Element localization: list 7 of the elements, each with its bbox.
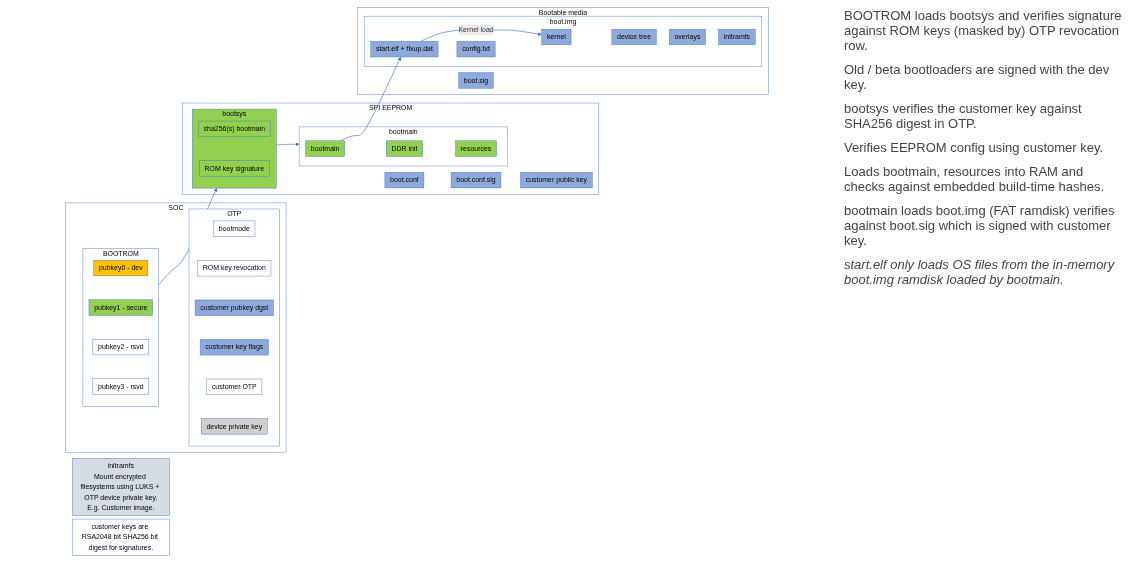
note-text: BOOTROM loads bootsys and verifies signature against ROM keys (masked by) OTP revocation row. bbox=[844, 8, 1123, 53]
note-text: start.elf only loads OS files from the in-memory boot.img ramdisk loaded by bootmain. bbox=[844, 257, 1116, 287]
note-text: Old / beta bootloaders are signed with the dev key. bbox=[844, 62, 1111, 92]
note-text: bootmain loads boot.img (FAT ramdisk) verifies against boot.sig which is signed with customer key. bbox=[844, 203, 1116, 248]
note-text: Loads bootmain, resources into RAM and checks against embedded build-time hashes. bbox=[844, 164, 1106, 194]
note-text: Verifies EEPROM config using customer key. bbox=[844, 140, 1105, 155]
note-text: bootsys verifies the customer key against SHA256 digest in OTP. bbox=[844, 101, 1083, 131]
